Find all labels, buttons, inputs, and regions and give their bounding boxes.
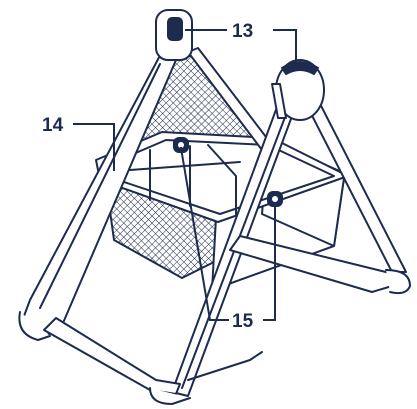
latch-dot-left bbox=[178, 142, 184, 148]
frame-left-front-leg-inner bbox=[39, 63, 161, 309]
leader-line-13-right bbox=[273, 29, 297, 65]
leader-line-15-right bbox=[263, 205, 276, 321]
foot-right bbox=[385, 269, 411, 295]
leader-line-15-left bbox=[179, 146, 229, 321]
basket-divider-right bbox=[207, 144, 237, 215]
left-hub-knob bbox=[167, 17, 183, 41]
callout-14: 14 bbox=[42, 115, 64, 136]
right-hub-cap bbox=[281, 61, 319, 75]
foot-left bbox=[18, 311, 51, 341]
leader-line-14 bbox=[73, 123, 115, 171]
latch-dot-right bbox=[272, 196, 278, 202]
callout-15: 15 bbox=[232, 311, 254, 332]
base-left-tube bbox=[43, 317, 181, 395]
right-hub-mount bbox=[271, 83, 287, 119]
base-center-tube bbox=[187, 351, 263, 381]
callout-13: 13 bbox=[232, 21, 253, 42]
foot-front bbox=[149, 387, 191, 405]
